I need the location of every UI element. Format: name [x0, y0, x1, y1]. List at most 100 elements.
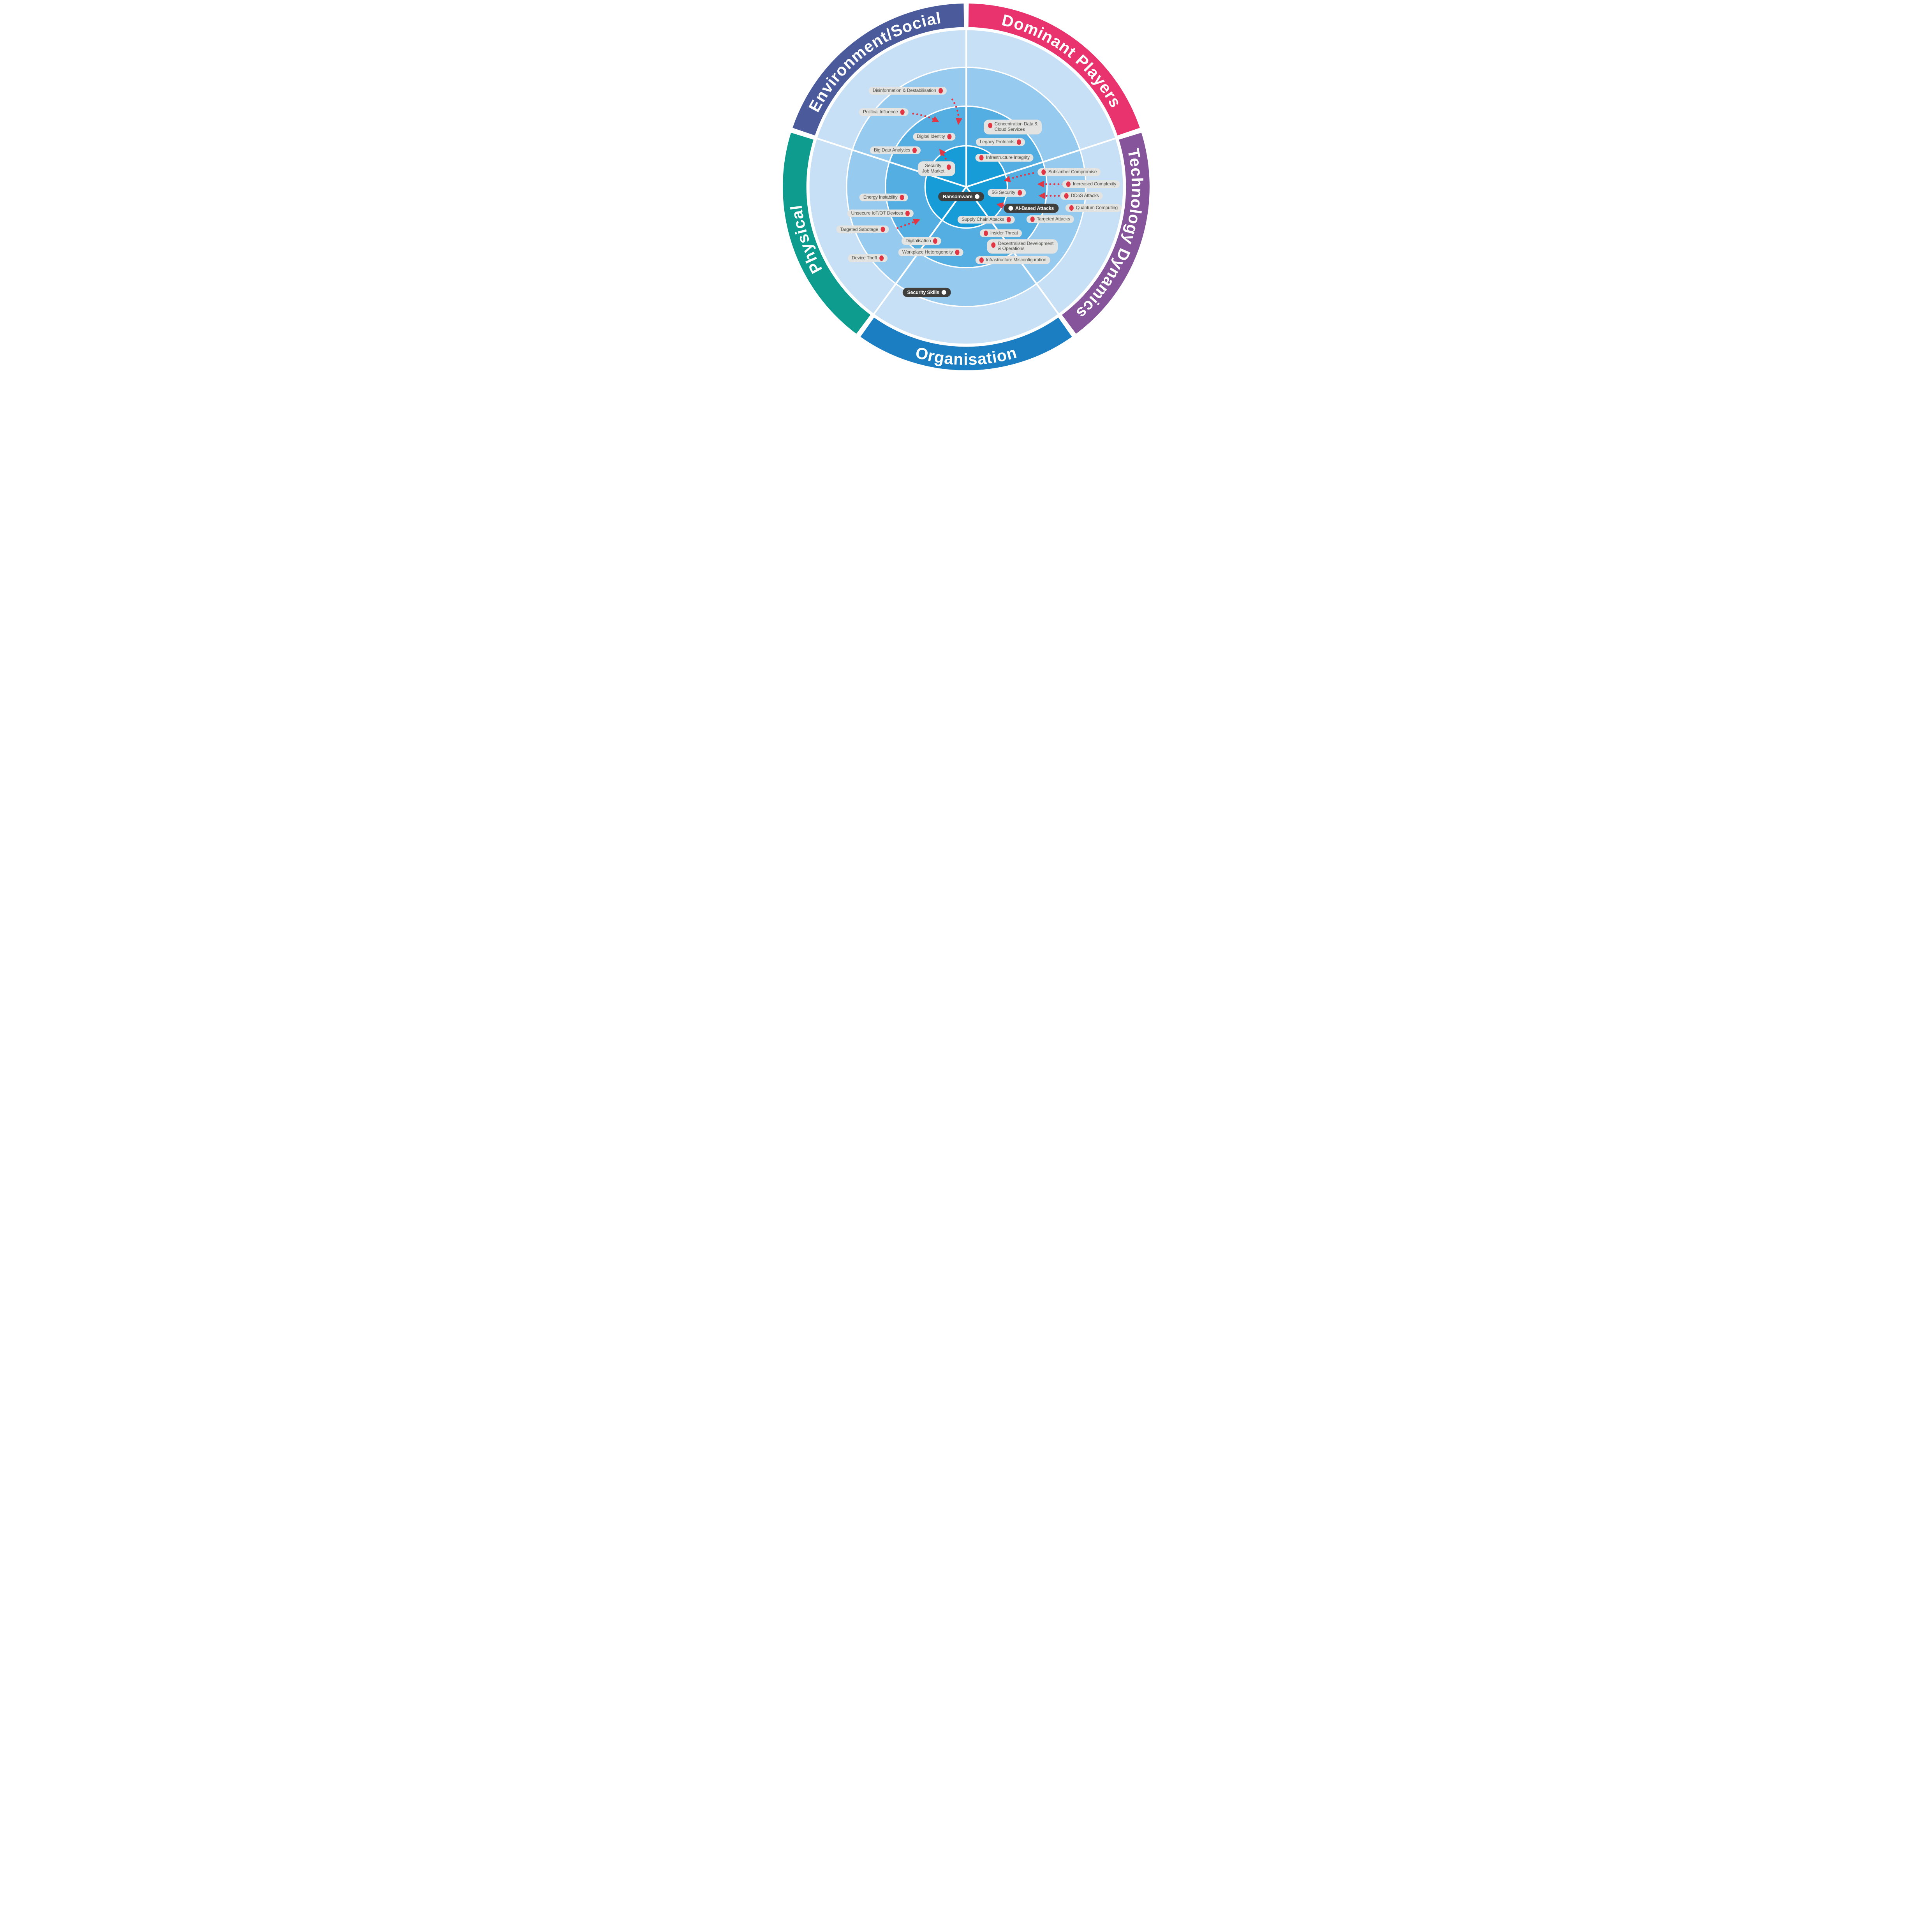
sector-band-environment-social	[792, 4, 964, 136]
threat-label-infrastructure-misconfiguration: Infrastructure Misconfiguration	[975, 256, 1050, 264]
red-dot-icon	[1041, 169, 1046, 175]
threat-label-5g-security: 5G Security	[988, 189, 1026, 197]
threat-label-text: Infrastructure Misconfiguration	[986, 257, 1046, 263]
red-dot-icon	[1017, 190, 1022, 196]
white-dot-icon	[1008, 206, 1013, 211]
threat-label-digitalisation: Digitalisation	[902, 237, 942, 245]
arrow-security-job-market-arrowhead-icon	[939, 149, 946, 157]
threat-label-subscriber-compromise: Subscriber Compromise	[1037, 168, 1101, 176]
threat-label-ransomware: Ransomware	[938, 192, 984, 202]
threat-label-ddos-attacks: DDoS Attacks	[1060, 192, 1103, 200]
threat-label-text: Ransomware	[943, 194, 972, 199]
arrows-group	[896, 98, 1084, 229]
threat-label-decentralised-development-operations: Decentralised Development& Operations	[987, 239, 1058, 254]
threat-label-text: Digitalisation	[905, 238, 931, 244]
threat-label-text: Infrastructure Integrity	[986, 155, 1030, 160]
threat-label-line: & Operations	[998, 246, 1025, 252]
red-dot-icon	[1030, 216, 1035, 222]
threat-label-text: Disinformation & Destabilisation	[872, 88, 936, 93]
white-dot-icon	[941, 290, 946, 295]
threat-label-line: Job Market	[922, 168, 944, 174]
sector-band-physical	[782, 132, 870, 334]
threat-label-text: AI-Based Attacks	[1015, 205, 1054, 211]
threat-label-text: Political Influence	[863, 109, 898, 115]
arrow-political-influence-dotted-line	[912, 113, 938, 122]
arrow-ai-based-attacks-arrowhead-icon	[996, 202, 1004, 209]
threat-label-text: Workplace Heterogeneity	[902, 249, 953, 255]
threat-label-political-influence: Political Influence	[859, 108, 909, 116]
threat-label-text: Targeted Sabotage	[840, 226, 879, 232]
threat-label-concentration-data-cloud-services: Concentration Data &Cloud Services	[983, 120, 1042, 135]
red-dot-icon	[1069, 205, 1074, 211]
threat-label-text: Targeted Attacks	[1037, 216, 1070, 222]
threat-label-digital-identity: Digital Identity	[913, 133, 956, 141]
red-dot-icon	[905, 211, 910, 217]
red-dot-icon	[955, 250, 960, 255]
threat-label-line: Cloud Services	[994, 127, 1025, 132]
threat-label-targeted-attacks: Targeted Attacks	[1026, 215, 1074, 223]
threat-label-workplace-heterogeneity: Workplace Heterogeneity	[898, 248, 963, 256]
threat-label-text: Decentralised Development& Operations	[998, 240, 1054, 252]
threat-label-text: Subscriber Compromise	[1048, 169, 1097, 174]
threat-label-disinformation-destabilisation: Disinformation & Destabilisation	[868, 87, 947, 95]
arrow-disinformation-dotted-line	[951, 98, 960, 124]
red-dot-icon	[879, 255, 884, 261]
threat-label-text: Unsecure IoT/OT Devices	[851, 210, 903, 216]
red-dot-icon	[933, 238, 938, 244]
red-dot-icon	[979, 155, 984, 161]
threat-label-text: Quantum Computing	[1076, 204, 1118, 210]
threat-label-increased-complexity: Increased Complexity	[1062, 180, 1120, 188]
red-dot-icon	[947, 134, 952, 140]
red-dot-icon	[1064, 193, 1069, 199]
arrow-targeted-sabotage-arrowhead-icon	[912, 218, 920, 225]
threat-label-legacy-protocols: Legacy Protocols	[976, 138, 1025, 146]
red-dot-icon	[983, 231, 988, 236]
threat-label-text: Energy Instability	[863, 194, 898, 200]
arrow-political-influence-arrowhead-icon	[932, 116, 939, 122]
threat-label-text: Legacy Protocols	[979, 139, 1014, 144]
threat-label-text: 5G Security	[992, 190, 1015, 195]
threat-label-infrastructure-integrity: Infrastructure Integrity	[975, 154, 1034, 162]
threat-label-line: Decentralised Development	[998, 240, 1054, 246]
arrow-ddos-attacks-arrowhead-icon	[1038, 192, 1045, 199]
threat-label-targeted-sabotage: Targeted Sabotage	[836, 225, 889, 234]
arrow-increased-complexity-arrowhead-icon	[1037, 181, 1044, 188]
red-dot-icon	[988, 123, 992, 129]
white-dot-icon	[974, 194, 979, 199]
threat-label-text: Digital Identity	[917, 134, 945, 139]
threat-label-line: Concentration Data &	[994, 121, 1038, 127]
threat-label-text: Insider Threat	[990, 230, 1018, 236]
red-dot-icon	[946, 164, 951, 170]
sector-band-technology-dynamics	[1062, 132, 1150, 334]
red-dot-icon	[912, 147, 917, 153]
threat-label-security-skills: Security Skills	[902, 287, 951, 297]
sector-band-dominant-players	[968, 4, 1140, 136]
red-dot-icon	[1006, 217, 1011, 222]
threat-label-line: Security	[925, 163, 942, 169]
threat-label-text: Security Skills	[907, 289, 939, 295]
threat-label-supply-chain-attacks: Supply Chain Attacks	[958, 215, 1015, 224]
threat-label-insider-threat: Insider Threat	[979, 229, 1022, 238]
radial-line-18	[965, 137, 1117, 188]
arrow-disinformation-arrowhead-icon	[955, 118, 962, 125]
threat-label-text: Device Theft	[852, 255, 877, 261]
threat-label-text: Increased Complexity	[1073, 181, 1117, 187]
threat-label-text: Concentration Data &Cloud Services	[995, 122, 1038, 133]
threat-label-text: Supply Chain Attacks	[962, 216, 1004, 222]
red-dot-icon	[938, 88, 943, 94]
red-dot-icon	[1016, 139, 1021, 145]
threat-label-text: DDoS Attacks	[1071, 193, 1099, 199]
threat-label-device-theft: Device Theft	[848, 254, 888, 262]
threat-label-ai-based-attacks: AI-Based Attacks	[1003, 203, 1059, 213]
red-dot-icon	[1066, 181, 1071, 187]
threat-label-text: Big Data Analytics	[874, 147, 911, 153]
threat-label-quantum-computing: Quantum Computing	[1065, 204, 1122, 212]
threat-label-unsecure-iot-ot-devices: Unsecure IoT/OT Devices	[847, 210, 914, 218]
threat-label-energy-instability: Energy Instability	[859, 193, 908, 201]
red-dot-icon	[979, 257, 984, 263]
arrow-subscriber-compromise-arrowhead-icon	[1003, 176, 1011, 182]
threat-label-big-data-analytics: Big Data Analytics	[870, 146, 921, 154]
